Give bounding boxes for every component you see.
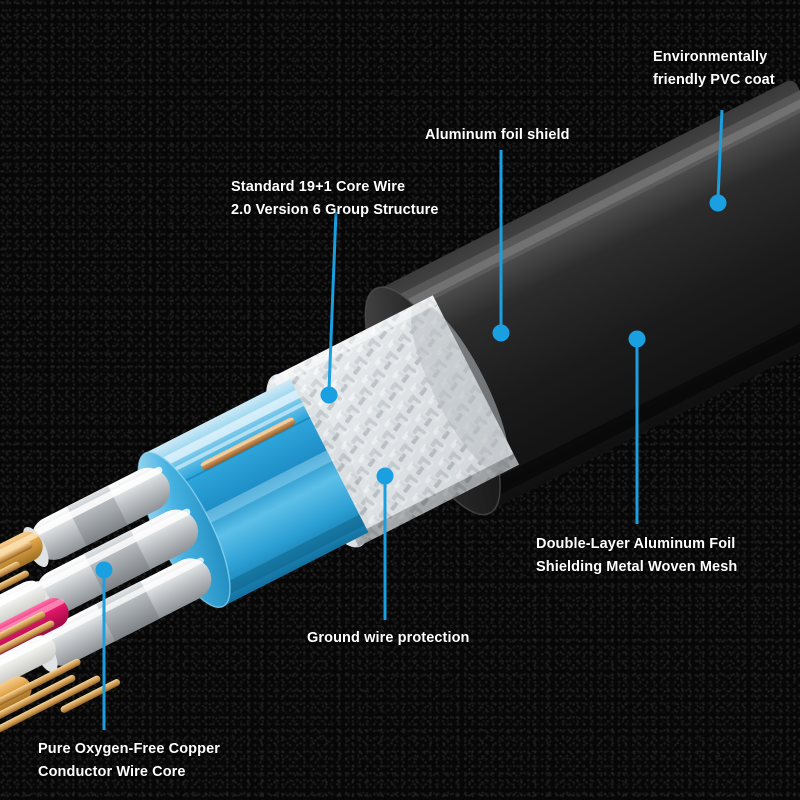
callout-label-copper-conductor-core: Pure Oxygen-Free Copper Conductor Wire C… bbox=[38, 741, 220, 780]
callout-label-pvc-coat: Environmentally friendly PVC coat bbox=[653, 49, 775, 88]
callout-label-aluminum-foil-shield: Aluminum foil shield bbox=[425, 127, 570, 143]
leader-line-pvc-coat bbox=[716, 109, 724, 199]
callout-dot-pvc-coat[interactable] bbox=[709, 194, 727, 212]
callout-dot-ground-wire-protection[interactable] bbox=[376, 467, 394, 485]
callout-dot-aluminum-foil-shield[interactable] bbox=[492, 324, 510, 342]
callout-label-core-wire-structure: Standard 19+1 Core Wire 2.0 Version 6 Gr… bbox=[231, 179, 439, 218]
callout-dot-copper-conductor-core[interactable] bbox=[95, 561, 113, 579]
leader-line-core-wire-structure bbox=[327, 211, 338, 391]
callout-label-ground-wire-protection: Ground wire protection bbox=[307, 630, 470, 646]
callout-dot-woven-mesh[interactable] bbox=[628, 330, 646, 348]
callout-dot-core-wire-structure[interactable] bbox=[320, 386, 338, 404]
callout-label-woven-mesh: Double-Layer Aluminum Foil Shielding Met… bbox=[536, 536, 738, 575]
copper-conductor-strands bbox=[0, 541, 121, 746]
